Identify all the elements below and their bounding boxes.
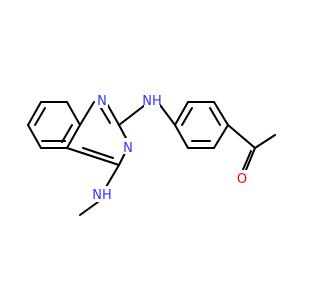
atom-N3: N [122,138,134,156]
atom-O-label: O [237,172,247,187]
atom-NH-methyl: NH [92,186,112,203]
bond-acetyl-methyl [254,134,276,149]
molecule-structure: N N NH NH O [27,92,276,216]
bond-acetyl-c [227,124,256,149]
bond-ph-1 [174,101,189,126]
bond-nh-phenyl [159,104,176,126]
atom-NH-link: NH [142,92,162,109]
atom-NH-link-label: NH [142,94,162,109]
bond-pyr-c8a-n1 [79,101,95,126]
bond-benzo-1-inner [34,107,46,126]
atom-O: O [236,170,248,187]
bond-nh-methyl [79,201,99,216]
bond-benzo-6 [27,124,42,149]
bond-ph-4 [213,124,229,149]
atom-N1: N [96,92,108,109]
bond-pyr-c4-c4a-inner [82,147,114,159]
atom-NH-methyl-label: NH [92,188,112,203]
bond-pyr-c4-c4a [66,147,120,166]
bond-benzo-3 [66,101,81,126]
bond-benzo-4 [66,124,81,149]
bond-ph-1-inner [181,107,193,126]
bond-pyr-n3-c4 [118,152,126,166]
atom-N1-label: N [97,94,107,109]
bond-ph-6 [174,124,189,149]
bond-carbonyl-2 [241,150,252,173]
bond-c2-nh [118,104,146,126]
bond-pyr-n1-c2 [105,101,120,126]
bond-benzo-4-inner [61,124,73,143]
bond-carbonyl-1 [245,147,256,171]
atom-N3-label: N [123,141,133,156]
bond-layer [27,101,276,216]
bond-ph-3-inner [209,107,221,126]
bond-pyr-n1-c2-inner [100,107,111,124]
bond-pyr-c4-n-methyl-stub [105,164,120,188]
bond-pyr-c2-n3 [118,124,128,141]
bond-benzo-1 [27,101,42,126]
bond-ph-3 [213,101,229,126]
